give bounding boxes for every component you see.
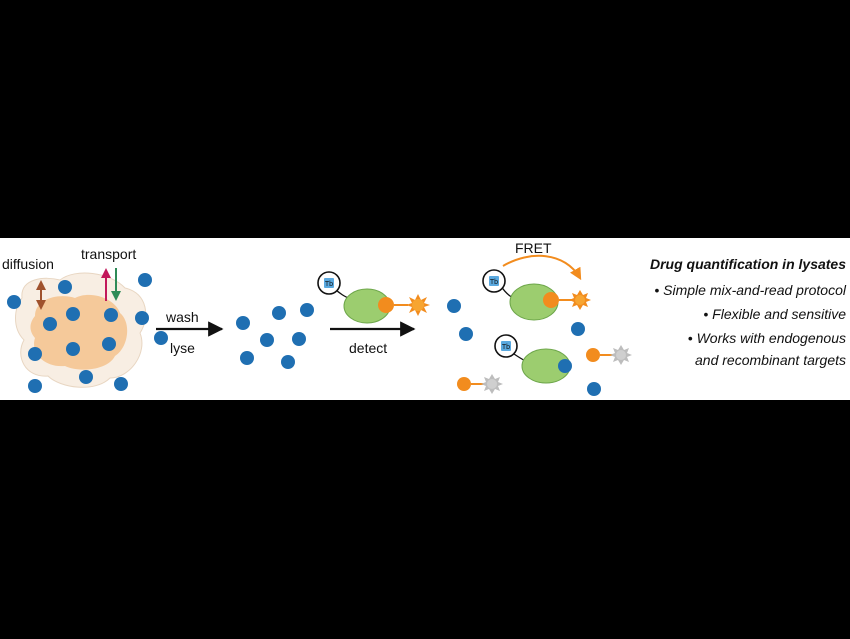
drug-molecule (300, 303, 314, 317)
drug-molecule (281, 355, 295, 369)
figure-panel: Tb Tb Tb diffusion transport wash lyse d… (0, 238, 850, 400)
tracer-bound (543, 292, 559, 308)
drug-molecule (43, 317, 57, 331)
label-lyse: lyse (170, 340, 195, 356)
drug-molecule (104, 308, 118, 322)
label-transport: transport (81, 246, 137, 262)
drug-molecule (28, 379, 42, 393)
drug-molecule (66, 307, 80, 321)
notes-bullet: • Works with endogenous (687, 330, 846, 346)
notes-bullet: • Simple mix-and-read protocol (654, 282, 846, 298)
fluorophore-sun-emitting (569, 290, 591, 310)
notes-bullet-continuation: and recombinant targets (695, 352, 846, 368)
tb-text: Tb (325, 281, 333, 288)
drug-molecule-bound (558, 359, 572, 373)
drug-bound-complex (494, 334, 572, 384)
drug-molecule (79, 370, 93, 384)
notes-bullet: • Flexible and sensitive (703, 306, 846, 322)
drug-molecule (236, 316, 250, 330)
label-fret: FRET (515, 240, 552, 256)
drug-molecule (154, 331, 168, 345)
tb-text: Tb (502, 344, 510, 351)
drug-molecules-result (447, 299, 601, 396)
summary-notes: Drug quantification in lysates • Simple … (606, 255, 846, 375)
detection-reagent-complex (317, 271, 430, 324)
drug-molecule (260, 333, 274, 347)
tb-text: Tb (490, 279, 498, 286)
displaced-tracer (586, 345, 632, 365)
drug-molecule (66, 342, 80, 356)
drug-molecule (28, 347, 42, 361)
drug-molecule (587, 382, 601, 396)
tracer-bound (378, 297, 394, 313)
drug-molecule (447, 299, 461, 313)
drug-molecule (571, 322, 585, 336)
drug-molecule (58, 280, 72, 294)
drug-molecule (135, 311, 149, 325)
label-wash: wash (166, 309, 199, 325)
drug-molecule (102, 337, 116, 351)
fluorophore-sun (406, 294, 430, 316)
drug-molecules-lysate (236, 303, 314, 369)
diagram-canvas: Tb Tb Tb (7, 254, 632, 396)
drug-molecule (138, 273, 152, 287)
fret-complex (482, 269, 591, 321)
drug-molecule (292, 332, 306, 346)
label-diffusion: diffusion (2, 256, 54, 272)
fret-arrow (502, 254, 582, 281)
drug-molecules-cell (7, 273, 168, 393)
drug-molecule (114, 377, 128, 391)
notes-heading: Drug quantification in lysates (649, 256, 846, 272)
displaced-tracer (457, 374, 503, 394)
drug-molecule (240, 351, 254, 365)
label-detect: detect (349, 340, 388, 356)
drug-molecule (459, 327, 473, 341)
drug-molecule (7, 295, 21, 309)
drug-molecule (272, 306, 286, 320)
cell-body (30, 294, 128, 370)
